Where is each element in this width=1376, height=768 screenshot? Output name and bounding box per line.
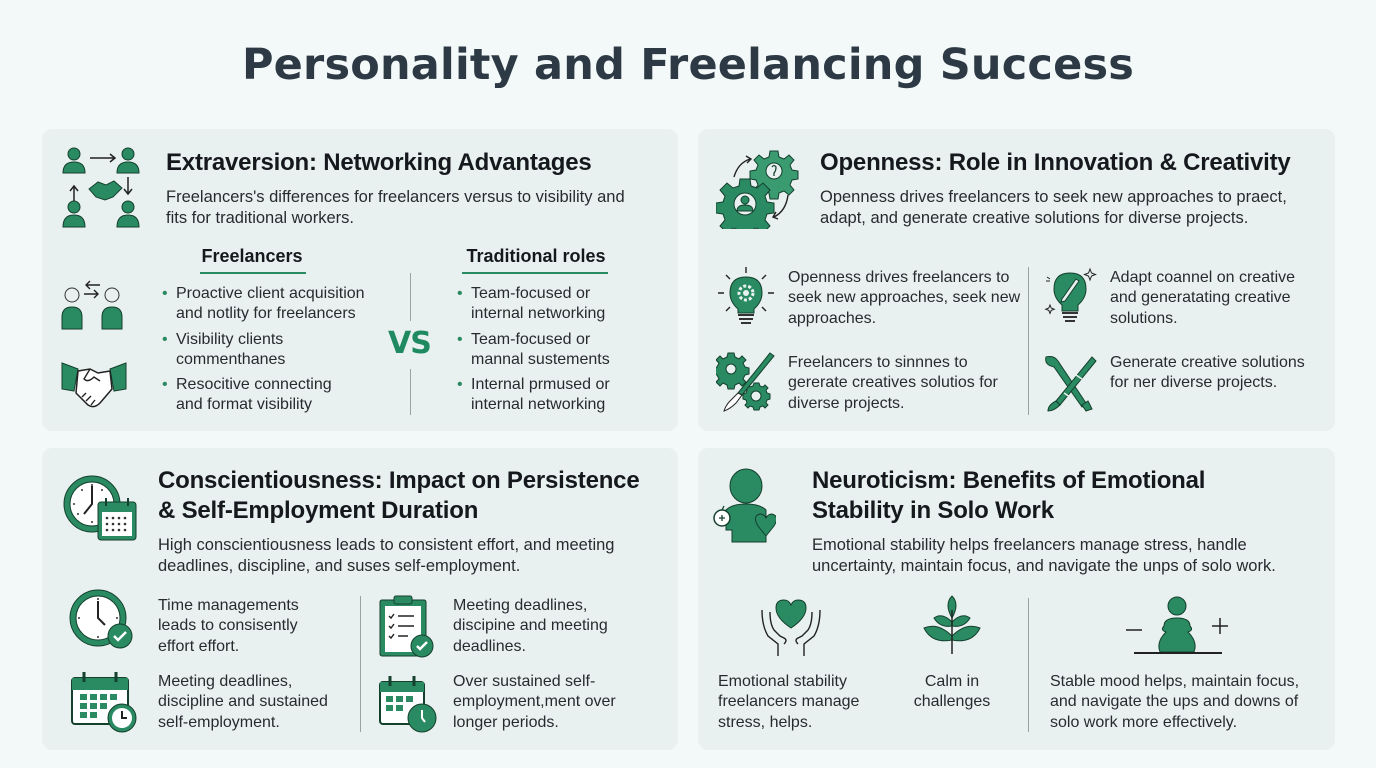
networking-people-handshake-icon: [60, 145, 146, 231]
handshake-icon: [60, 359, 128, 411]
vs-label: VS: [388, 326, 432, 361]
conscientiousness-heading-line1: Conscientiousness: Impact on Persistence: [158, 467, 640, 494]
calendar-clock-icon: [378, 674, 440, 736]
freelancers-bullets: Proactive client acquisition and notlity…: [162, 284, 392, 416]
neuroticism-item-text: Emotional stability freelancers manage s…: [718, 673, 860, 731]
neuroticism-heading-line1: Neuroticism: Benefits of Emotional: [812, 467, 1206, 494]
infographic-title: Personality and Freelancing Success: [241, 40, 1135, 90]
clock-check-icon: [68, 588, 134, 650]
traditional-bullet: Team-focused or internal networking: [457, 284, 617, 325]
neuroticism-divider: [1028, 598, 1029, 732]
openness-item-text: Openness drives freelancers to seek new …: [788, 269, 1021, 327]
openness-item-text: Generate creative solutions for ner dive…: [1110, 354, 1305, 392]
conscientiousness-item-text: Meeting deadlines, discipline and sustai…: [158, 673, 328, 731]
openness-description: Openness drives freelancers to seek new …: [820, 188, 1287, 227]
traditional-roles-column-label: Traditional roles: [466, 246, 606, 266]
traditional-bullets: Team-focused or internal networking Team…: [457, 284, 657, 416]
conscientiousness-description: High conscientiousness leads to consiste…: [158, 536, 615, 575]
neuroticism-description: Emotional stability helps freelancers ma…: [812, 536, 1276, 575]
divider-top: [410, 273, 411, 321]
card-openness: Openness: Role in Innovation & Creativit…: [698, 129, 1335, 431]
traditional-underline: [462, 272, 608, 274]
lightbulb-gear-icon: [716, 265, 776, 329]
gears-lightbulb-icon: [716, 147, 800, 229]
neuroticism-item-text: Calm in challenges: [913, 673, 991, 711]
gears-paintbrush-icon: [716, 351, 776, 413]
freelancers-column-label: Freelancers: [201, 246, 303, 266]
plant-sprout-icon: [922, 594, 982, 656]
neuroticism-heading-line2: Stability in Solo Work: [812, 497, 1054, 524]
crossed-brush-pencil-icon: [1042, 353, 1098, 413]
lightbulb-pen-icon: [1042, 265, 1098, 329]
freelancer-bullet: Visibility clients commenthanes: [162, 330, 322, 371]
openness-divider: [1028, 267, 1029, 415]
clock-calendar-icon: [62, 472, 138, 544]
conscientiousness-divider: [360, 596, 361, 732]
card-extraversion: Extraversion: Networking Advantages Free…: [42, 129, 678, 431]
person-heart-icon: [712, 468, 776, 544]
clipboard-checklist-icon: [378, 594, 436, 660]
traditional-bullet: Team-focused or mannal sustements: [457, 330, 647, 371]
hands-heart-icon: [760, 596, 822, 658]
calendar-clock-icon: [70, 670, 138, 734]
divider-bottom: [410, 369, 411, 415]
balanced-person-icon: [1122, 592, 1232, 658]
openness-heading: Openness: Role in Innovation & Creativit…: [820, 149, 1291, 176]
two-people-exchange-icon: [60, 279, 124, 331]
conscientiousness-item-text: Meeting deadlines, discipine and meeting…: [453, 597, 608, 655]
freelancer-bullet: Resocitive connecting and format visibil…: [162, 375, 352, 416]
card-conscientiousness: Conscientiousness: Impact on Persistence…: [42, 448, 678, 750]
openness-item-text: Freelancers to sinnnes to gererate creat…: [788, 354, 998, 412]
conscientiousness-item-text: Over sustained self-employment,ment over…: [453, 673, 616, 731]
freelancer-bullet: Proactive client acquisition and notlity…: [162, 284, 392, 325]
traditional-bullet: Internal prmused or internal networking: [457, 375, 632, 416]
conscientiousness-heading-line2: & Self-Employment Duration: [158, 497, 479, 524]
extraversion-description: Freelancers's differences for freelancer…: [166, 188, 625, 227]
extraversion-heading: Extraversion: Networking Advantages: [166, 149, 592, 176]
openness-item-text: Adapt coannel on creative and generatati…: [1110, 269, 1296, 327]
conscientiousness-item-text: Time managements leads to consisently ef…: [158, 597, 299, 655]
neuroticism-item-text: Stable mood helps, maintain focus, and n…: [1050, 673, 1300, 731]
freelancers-underline: [200, 272, 306, 274]
card-neuroticism: Neuroticism: Benefits of Emotional Stabi…: [698, 448, 1335, 750]
